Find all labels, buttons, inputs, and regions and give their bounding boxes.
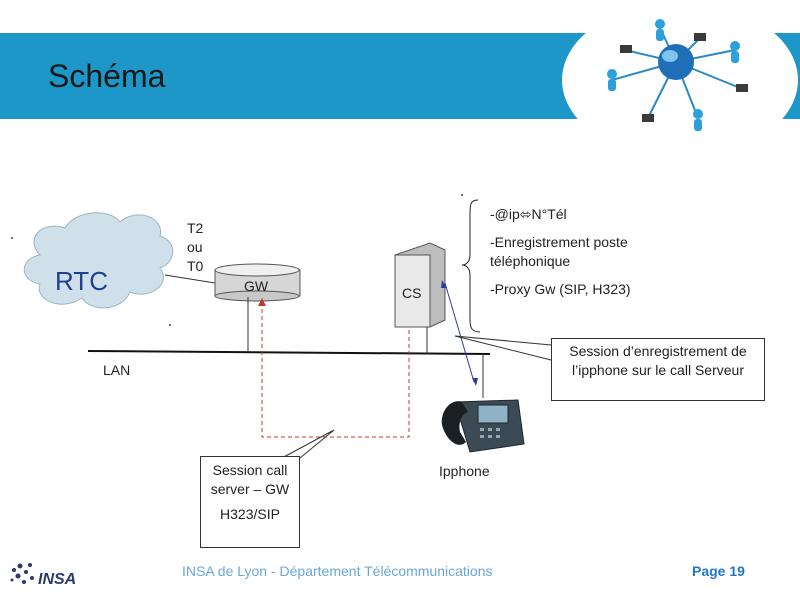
link-label-ou: ou [187, 239, 203, 255]
svg-text:INSA: INSA [38, 571, 76, 588]
link-label-t0: T0 [187, 258, 204, 274]
callout-session-line1: Session call server – GW [210, 462, 290, 497]
gateway-label: GW [244, 278, 269, 294]
gateway-device [214, 263, 301, 302]
feature-item: -Enregistrement poste téléphonique [490, 234, 628, 269]
server-label: CS [402, 285, 422, 301]
lan-label: LAN [103, 362, 131, 378]
feature-item: -@ip⬄N°Tél [490, 206, 567, 222]
callout-session-line2: H323/SIP [220, 506, 280, 522]
phone-label: Ipphone [439, 463, 490, 479]
footer-text: INSA de Lyon - Département Télécommunica… [182, 563, 493, 579]
callout-session: Session call server – GW H323/SIP [200, 456, 300, 548]
call-server-device [394, 242, 446, 328]
callout-registration: Session d’enregistrement de l’ipphone su… [551, 338, 765, 401]
page-title: Schéma [48, 58, 166, 94]
server-feature-list: -@ip⬄N°Tél -Enregistrement poste télépho… [490, 205, 690, 308]
network-globe-icon [562, 2, 798, 158]
callout-registration-text: Session d’enregistrement de l’ipphone su… [569, 343, 747, 378]
rtc-cloud [23, 212, 174, 309]
rtc-label: RTC [55, 266, 108, 296]
page-number: Page 19 [692, 563, 745, 579]
feature-item: -Proxy Gw (SIP, H323) [490, 281, 631, 297]
link-label-t2: T2 [187, 220, 204, 236]
